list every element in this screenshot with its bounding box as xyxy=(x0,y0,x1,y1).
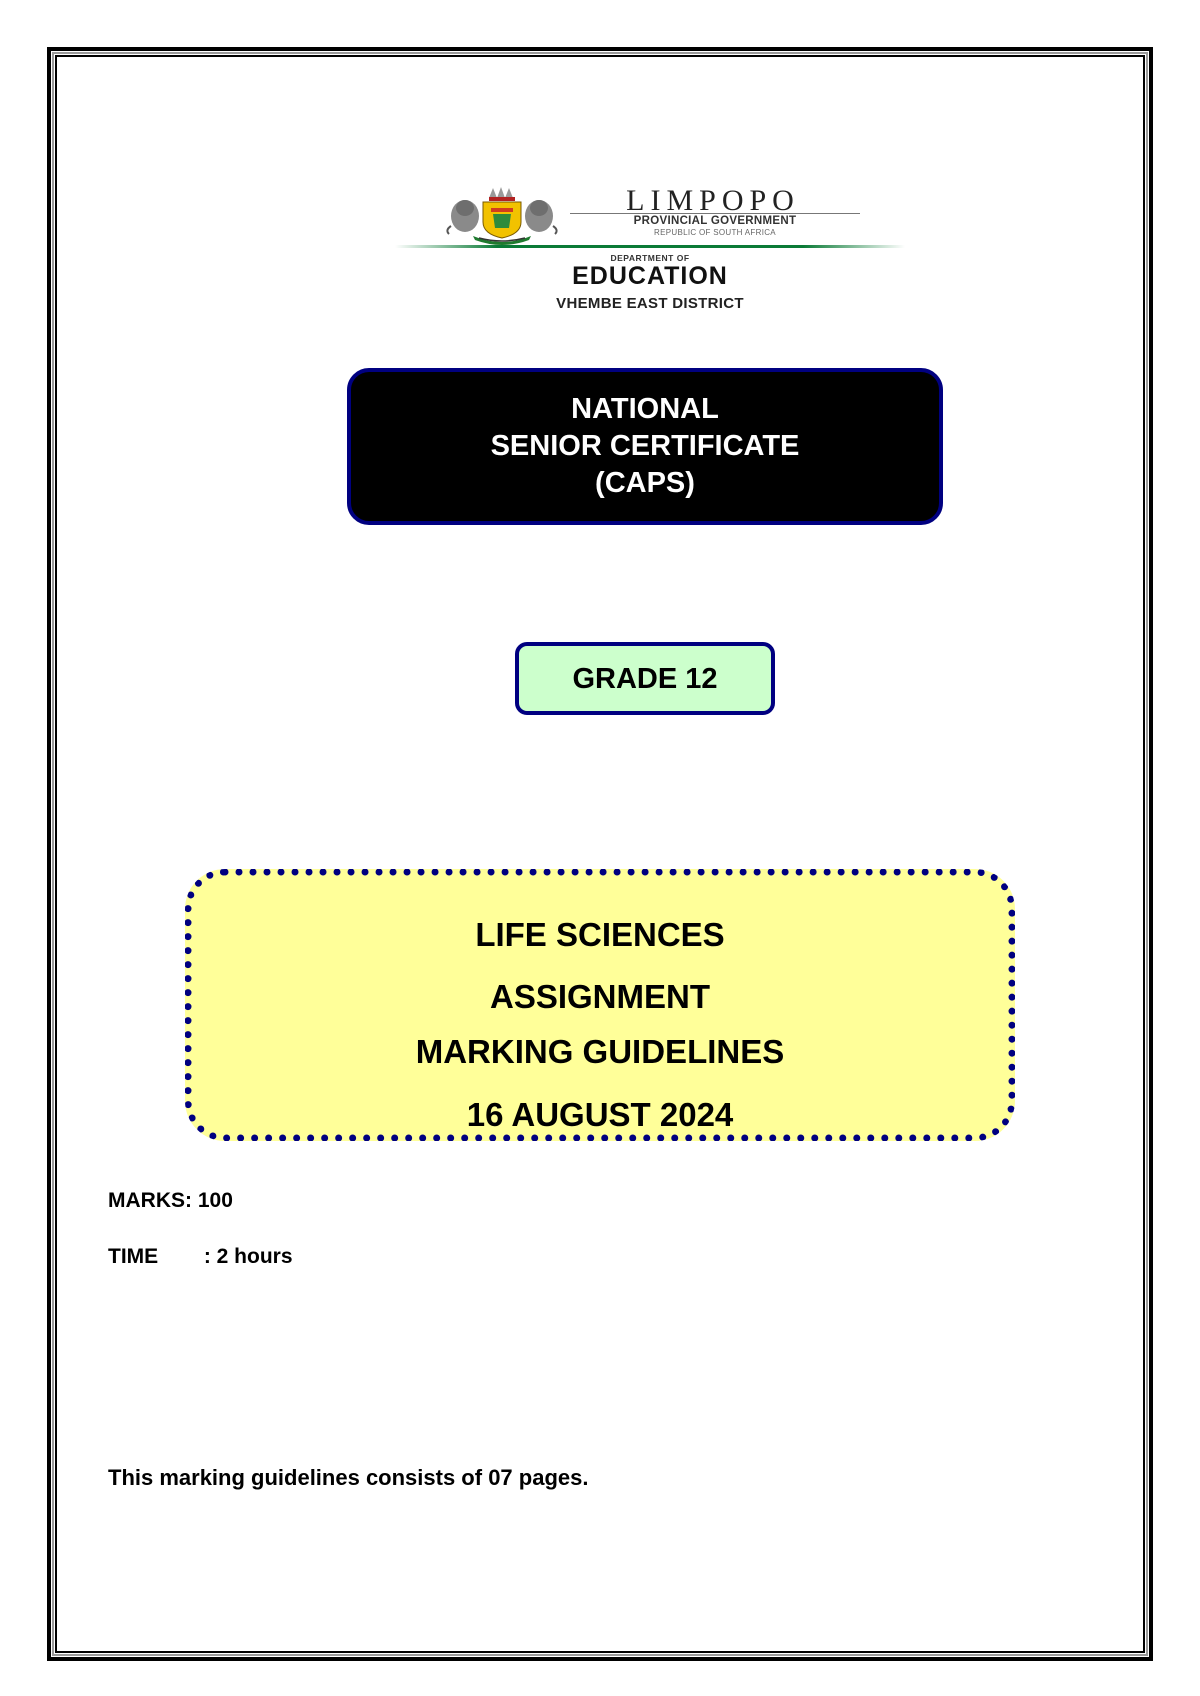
time-row: TIME : 2 hours xyxy=(108,1245,293,1269)
header-divider xyxy=(395,245,905,248)
page-border-middle xyxy=(52,52,1148,1656)
certificate-line: SENIOR CERTIFICATE xyxy=(490,430,800,462)
grade-label: GRADE 12 xyxy=(572,663,718,695)
page-border-outer xyxy=(47,47,1153,1661)
time-value: : 2 hours xyxy=(203,1245,293,1268)
district-name: VHEMBE EAST DISTRICT xyxy=(556,295,744,312)
page-border-inner xyxy=(55,55,1145,1653)
certificate-line: NATIONAL xyxy=(571,393,719,425)
subject-panel: LIFE SCIENCES ASSIGNMENT MARKING GUIDELI… xyxy=(185,869,1015,1141)
document-date: 16 AUGUST 2024 xyxy=(466,1096,734,1133)
grade-badge: GRADE 12 xyxy=(515,642,775,715)
page-count-note: This marking guidelines consists of 07 p… xyxy=(108,1465,589,1490)
assignment-label: ASSIGNMENT xyxy=(489,978,710,1015)
government-label: PROVINCIAL GOVERNMENT xyxy=(633,215,797,227)
certificate-banner: NATIONAL SENIOR CERTIFICATE (CAPS) xyxy=(347,368,943,525)
department-name: EDUCATION xyxy=(572,262,728,290)
marks-label: MARKS: xyxy=(108,1189,192,1212)
subject-title: LIFE SCIENCES xyxy=(475,916,725,953)
coat-of-arms-icon xyxy=(443,186,561,246)
marks-value: 100 xyxy=(197,1189,233,1212)
document-type: MARKING GUIDELINES xyxy=(415,1033,785,1070)
province-name: LIMPOPO xyxy=(626,184,800,217)
certificate-line: (CAPS) xyxy=(595,467,695,499)
country-label: REPUBLIC OF SOUTH AFRICA xyxy=(654,228,776,237)
province-underline xyxy=(570,213,860,214)
department-prefix: DEPARTMENT OF xyxy=(610,253,690,263)
marks-row: MARKS: 100 xyxy=(108,1189,233,1213)
time-label: TIME xyxy=(108,1245,159,1268)
